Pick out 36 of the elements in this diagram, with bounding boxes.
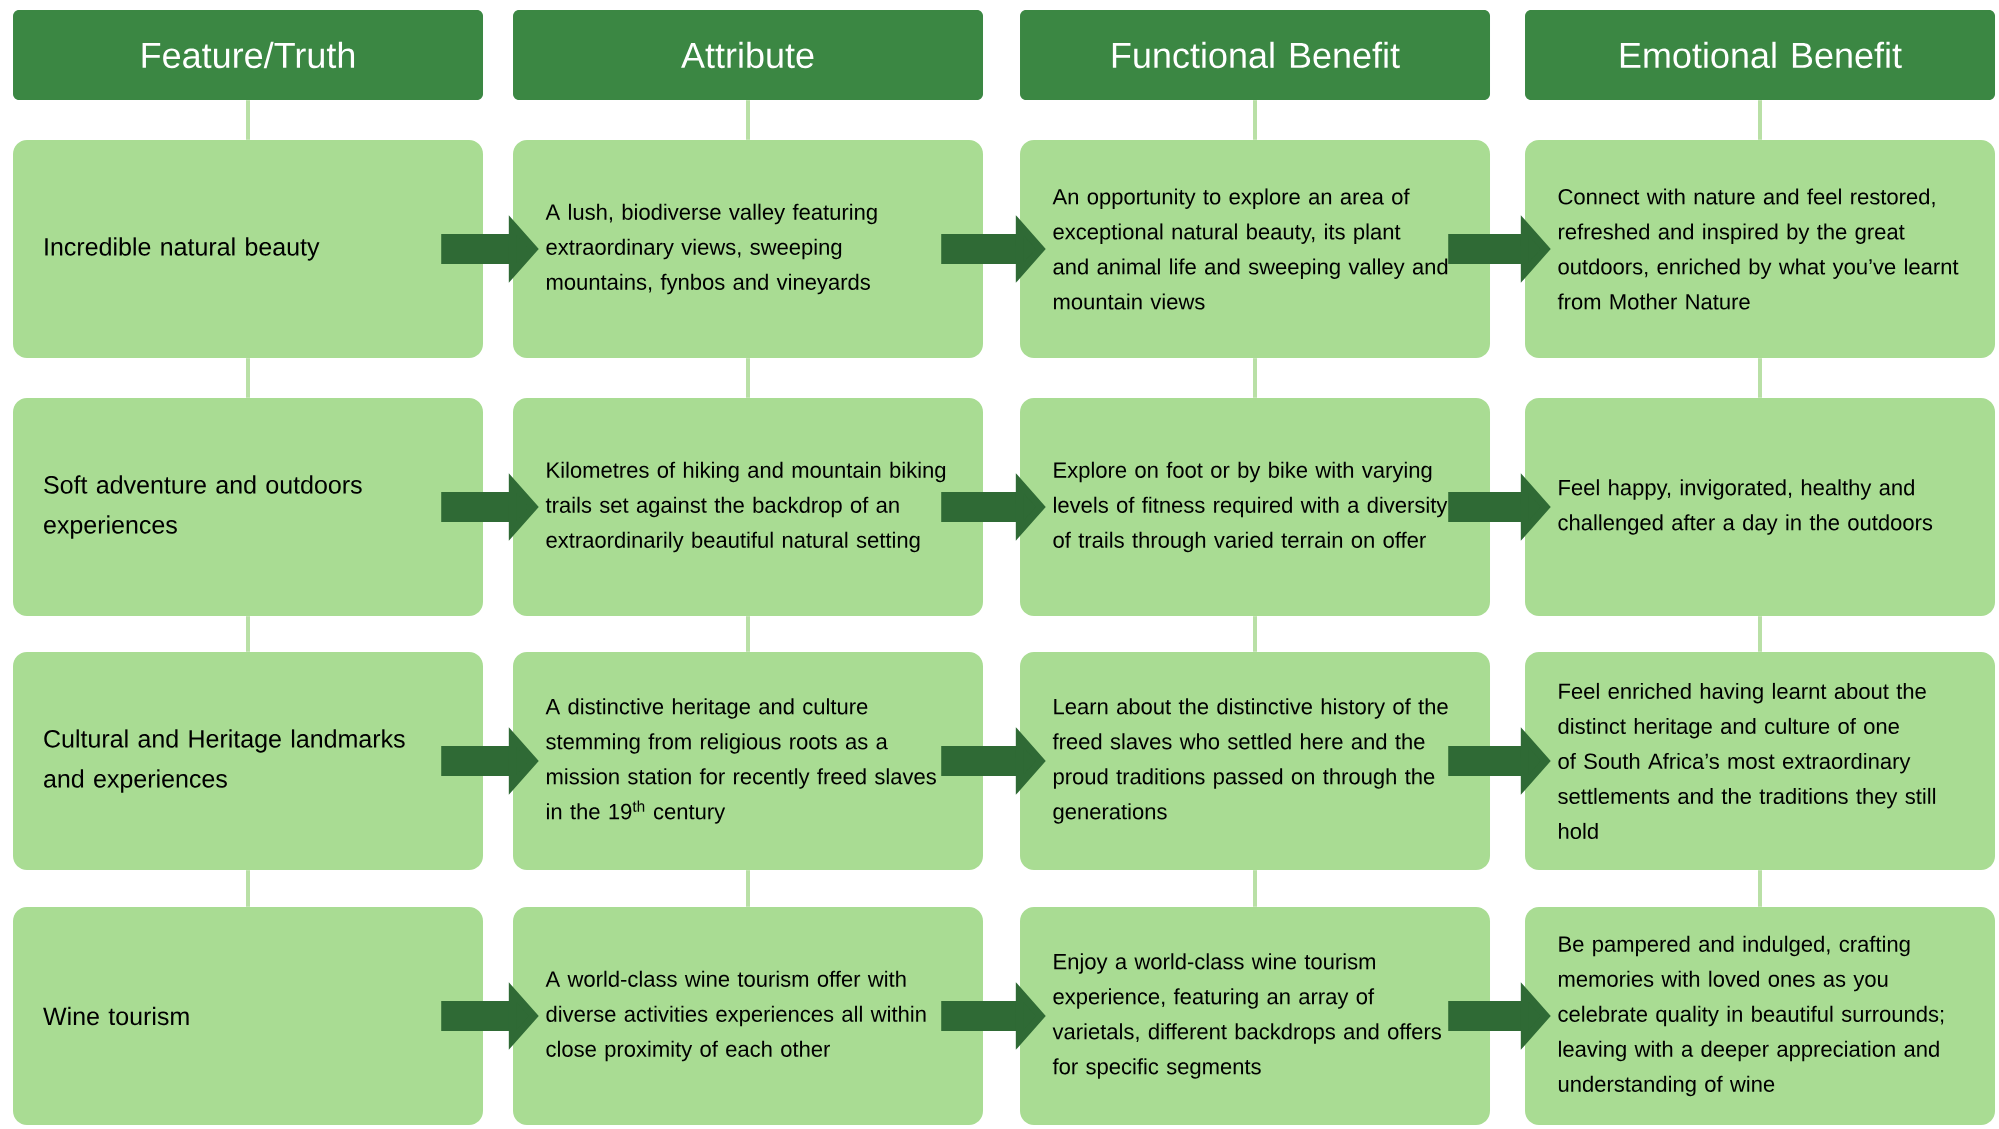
content-box: An opportunity to explore an area of exceptional natural beauty, its plant and animal life and sweeping valley and mountain views [1020,140,1490,358]
content-box: Explore on foot or by bike with varying levels of fitness required with a diversity of trails through varied terrain on offer [1020,398,1490,616]
header-box: Attribute [513,10,983,100]
header-box: Emotional Benefit [1525,10,1995,100]
content-box: Be pampered and indulged, crafting memories with loved ones as you celebrate quality in beautiful surrounds; leaving with a deeper appreciation and understanding of wine [1525,907,1995,1125]
content-box: Connect with nature and feel restored, refreshed and inspired by the great outdoors, enriched by what you’ve learnt from Mother Nature [1525,140,1995,358]
content-box: Soft adventure and outdoors experiences [13,398,483,616]
content-box: A lush, biodiverse valley featuring extraordinary views, sweeping mountains, fynbos and vineyards [513,140,983,358]
connector-line [246,870,250,907]
connector-line [1253,100,1257,140]
content-box: A world-class wine tourism offer with diverse activities experiences all within close proximity of each other [513,907,983,1125]
connector-line [746,616,750,652]
connector-line [1253,870,1257,907]
connector-line [746,870,750,907]
connector-line [1758,100,1762,140]
connector-line [746,358,750,398]
content-box: Wine tourism [13,907,483,1125]
header-box: Feature/Truth [13,10,483,100]
content-box: Feel enriched having learnt about the distinct heritage and culture of one of South Africa’s most extraordinary settlements and the traditions they still hold [1525,652,1995,870]
connector-line [246,100,250,140]
content-box: Enjoy a world-class wine tourism experience, featuring an array of varietals, different backdrops and offers for specific segments [1020,907,1490,1125]
connector-line [1758,358,1762,398]
connector-line [1758,870,1762,907]
connector-line [246,358,250,398]
connector-line [746,100,750,140]
content-box: A distinctive heritage and culture stemming from religious roots as a mission station for recently freed slaves in the 19$^{th}$ century [513,652,983,870]
content-box: Learn about the distinctive history of the freed slaves who settled here and the proud traditions passed on through the generations [1020,652,1490,870]
content-box: Kilometres of hiking and mountain biking trails set against the backdrop of an extraordinarily beautiful natural setting [513,398,983,616]
connector-line [1253,616,1257,652]
content-box: Feel happy, invigorated, healthy and challenged after a day in the outdoors [1525,398,1995,616]
connector-line [1253,358,1257,398]
content-box: Incredible natural beauty [13,140,483,358]
content-box: Cultural and Heritage landmarks and experiences [13,652,483,870]
connector-line [1758,616,1762,652]
connector-line [246,616,250,652]
header-box: Functional Benefit [1020,10,1490,100]
